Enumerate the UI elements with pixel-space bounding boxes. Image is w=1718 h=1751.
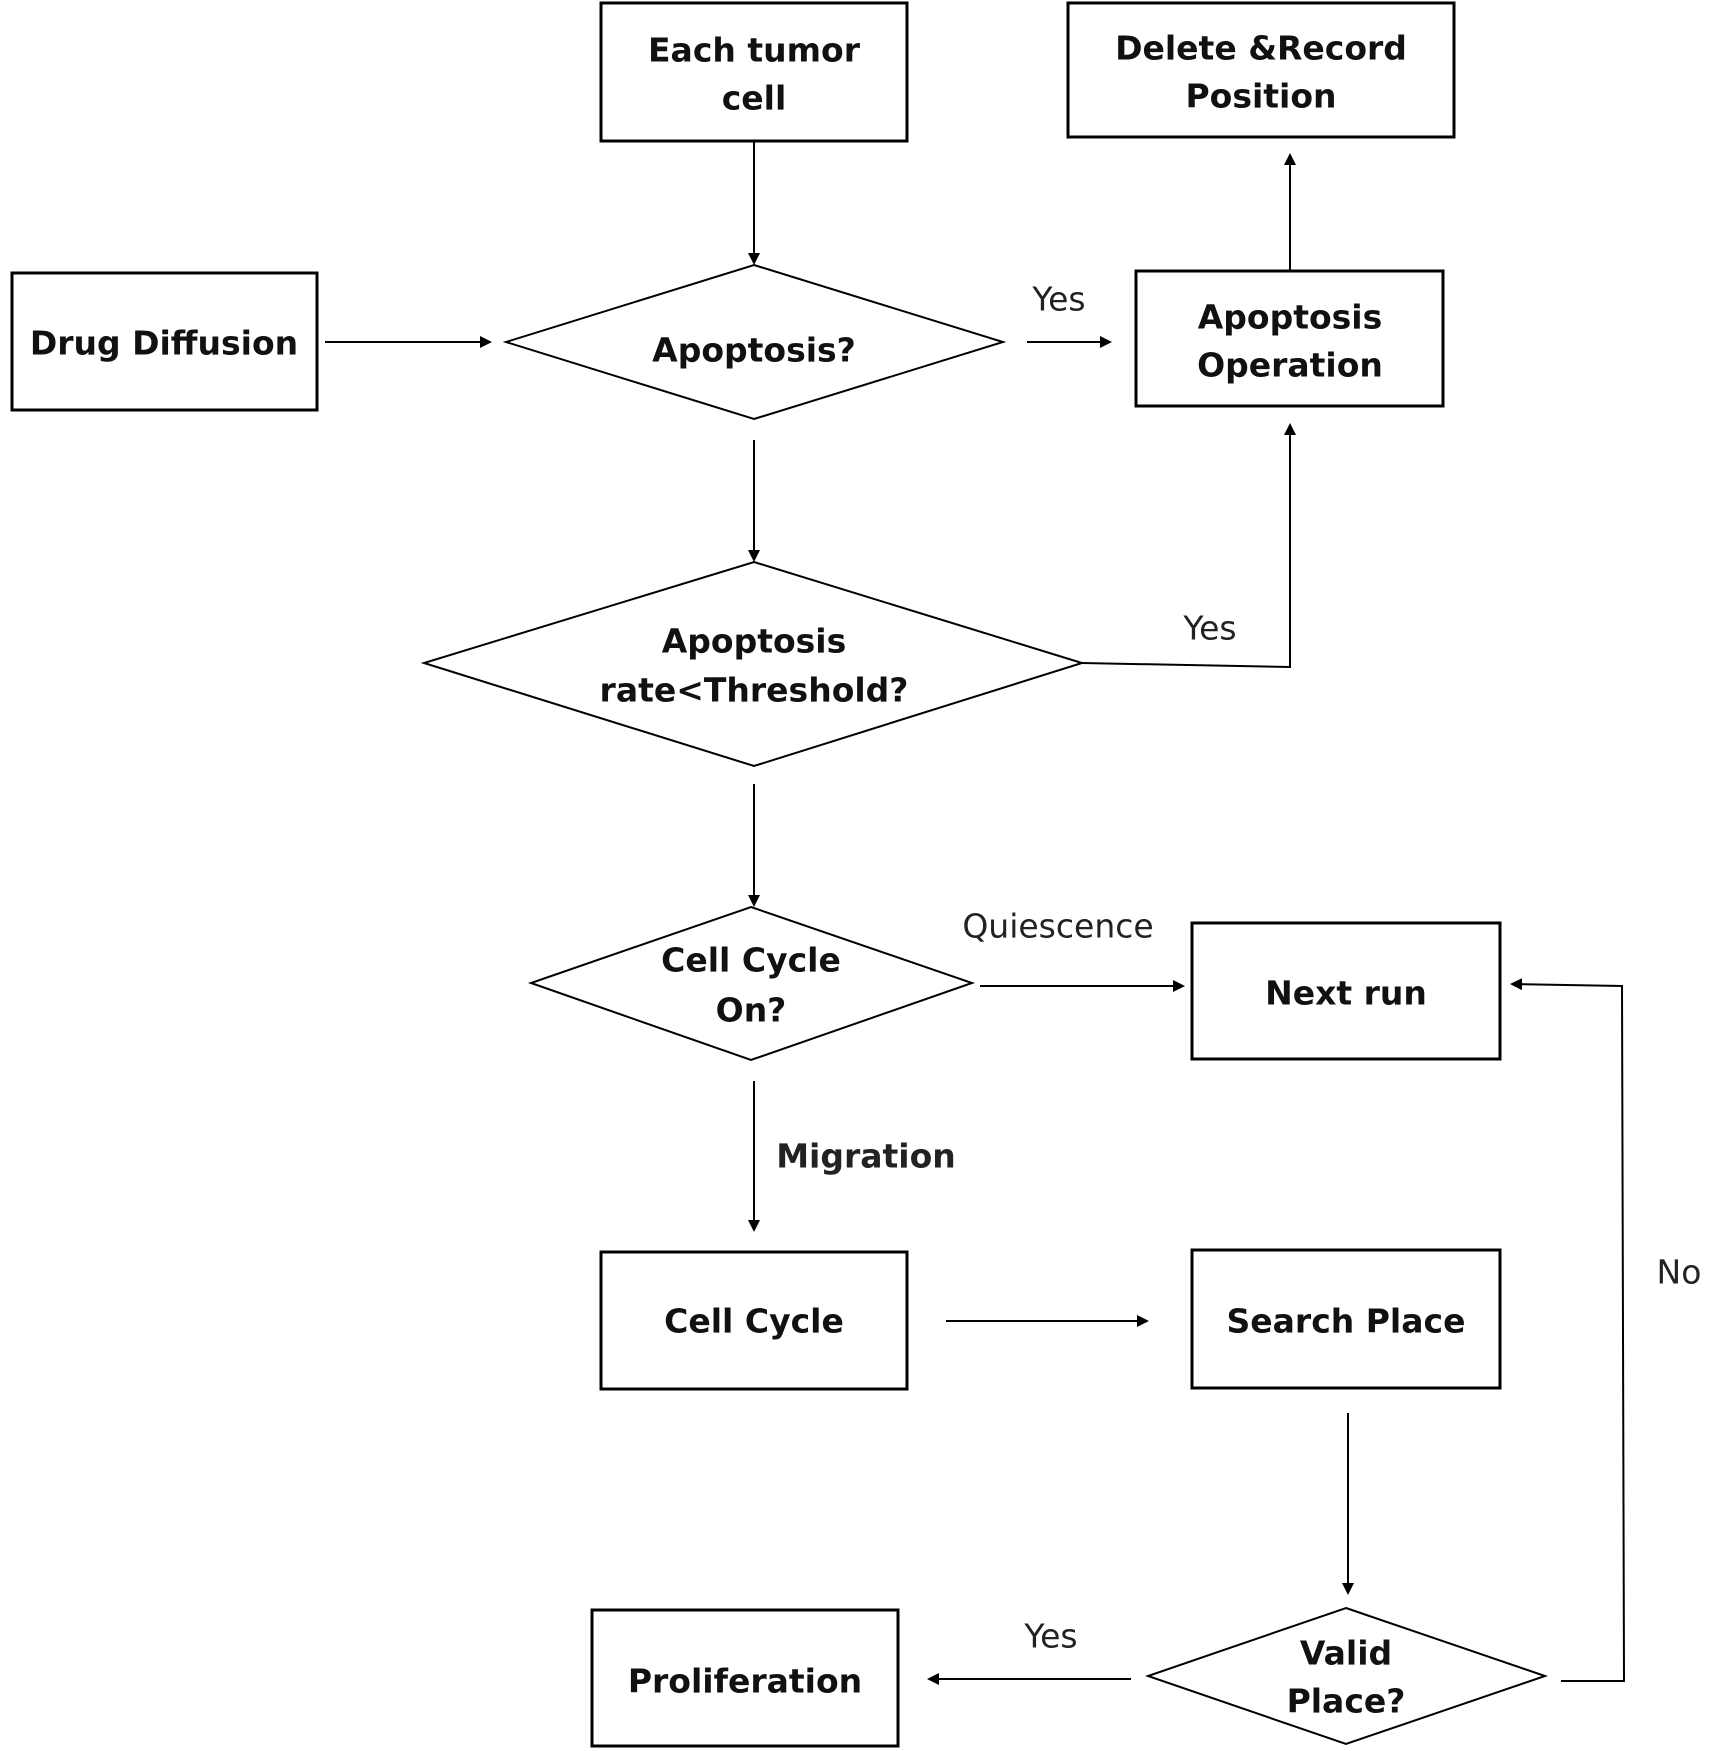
node-valid-place-decision: Valid Place?: [1144, 1606, 1549, 1746]
node-search-place: Search Place: [1190, 1248, 1502, 1390]
proliferation-label: Proliferation: [628, 1662, 862, 1701]
next-run-label: Next run: [1265, 974, 1427, 1013]
node-next-run: Next run: [1190, 921, 1502, 1061]
apoptosis-rate-line2: rate<Threshold?: [600, 671, 909, 710]
node-apoptosis-operation: Apoptosis Operation: [1134, 269, 1445, 408]
valid-place-line1: Valid: [1300, 1634, 1392, 1673]
label-valid-yes: Yes: [1023, 1617, 1077, 1656]
node-proliferation: Proliferation: [590, 1608, 900, 1748]
label-rate-yes: Yes: [1182, 609, 1236, 648]
node-cell-cycle: Cell Cycle: [599, 1250, 909, 1391]
each-tumor-cell-line2: cell: [722, 79, 787, 118]
apoptosis-operation-line1: Apoptosis: [1198, 298, 1383, 337]
label-apoptosis-yes: Yes: [1031, 280, 1085, 319]
search-place-label: Search Place: [1227, 1302, 1466, 1341]
node-each-tumor-cell: Each tumor cell: [599, 1, 909, 143]
drug-diffusion-label: Drug Diffusion: [30, 324, 298, 363]
label-migration: Migration: [776, 1137, 956, 1176]
label-valid-no: No: [1657, 1253, 1702, 1292]
cell-cycle-on-line1: Cell Cycle: [661, 941, 841, 980]
node-cell-cycle-on-decision: Cell Cycle On?: [527, 905, 976, 1062]
node-apoptosis-rate-decision: Apoptosis rate<Threshold?: [420, 560, 1086, 768]
node-delete-record-position: Delete &Record Position: [1066, 1, 1456, 139]
cell-cycle-label: Cell Cycle: [664, 1302, 844, 1341]
valid-place-line2: Place?: [1287, 1682, 1406, 1721]
cell-cycle-on-line2: On?: [716, 991, 787, 1030]
delete-record-line1: Delete &Record: [1115, 29, 1407, 68]
apoptosis-operation-line2: Operation: [1197, 346, 1383, 385]
apoptosis-rate-line1: Apoptosis: [662, 622, 847, 661]
label-quiescence: Quiescence: [962, 907, 1153, 946]
each-tumor-cell-line1: Each tumor: [648, 31, 861, 70]
edge-rate-yes-to-operation: [1081, 423, 1296, 669]
delete-record-line2: Position: [1185, 77, 1336, 116]
edge-valid-no-to-next-run: [1510, 978, 1626, 1682]
apoptosis-decision-label: Apoptosis?: [652, 331, 856, 370]
node-drug-diffusion: Drug Diffusion: [10, 271, 319, 412]
node-apoptosis-decision: Apoptosis?: [502, 263, 1007, 421]
